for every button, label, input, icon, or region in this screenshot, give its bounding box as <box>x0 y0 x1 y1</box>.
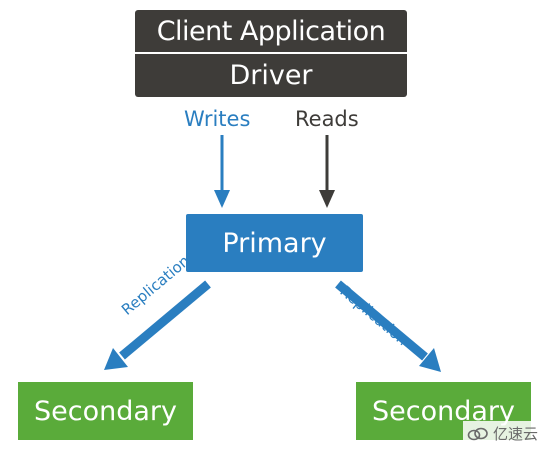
writes-arrow <box>214 135 230 208</box>
watermark-text: 亿速云 <box>492 425 538 443</box>
writes-label: Writes <box>184 107 251 131</box>
cloud-logo-icon <box>467 427 488 440</box>
primary-box: Primary <box>186 214 363 272</box>
driver-box: Driver <box>135 54 407 97</box>
secondary-left-box: Secondary <box>18 382 193 440</box>
watermark: 亿速云 <box>462 421 542 446</box>
driver-label: Driver <box>229 60 313 91</box>
client-application-box: Client Application <box>135 10 407 52</box>
secondary-left-label: Secondary <box>34 395 177 427</box>
replication-right-arrow <box>335 280 441 372</box>
replication-left-arrow <box>104 280 211 370</box>
primary-label: Primary <box>222 227 327 259</box>
reads-arrow <box>319 135 335 208</box>
reads-label: Reads <box>295 107 359 131</box>
client-application-label: Client Application <box>156 15 386 47</box>
